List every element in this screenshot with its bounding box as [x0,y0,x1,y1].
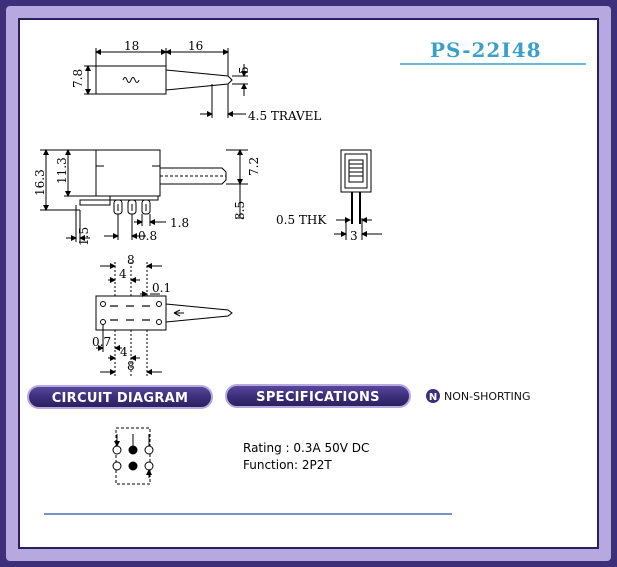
dim-3-5: 3.5 [233,201,247,220]
rating-text: Rating : 0.3A 50V DC [243,441,369,455]
specifications-heading: SPECIFICATIONS [225,384,411,408]
dim-bot-4: 4 [120,345,128,359]
dim-top-4: 4 [119,267,127,281]
bottom-view [95,262,233,376]
non-shorting-icon [426,389,440,403]
side-view [40,149,248,242]
top-body [95,65,167,95]
bottom-pins [110,305,150,321]
non-shorting-icon-letter: N [429,392,437,403]
dim-0-8: 0.8 [138,229,157,243]
dim-7-8: 7.8 [71,69,85,88]
circuit-diagram-heading: CIRCUIT DIAGRAM [27,385,213,409]
non-shorting-label: NON-SHORTING [444,390,531,403]
dim-3: 3 [350,229,358,243]
dim-18: 18 [124,39,139,53]
dim-1-8: 1.8 [170,216,189,230]
dim-5: 5 [237,66,251,74]
circuit-diagram-label: CIRCUIT DIAGRAM [52,391,189,406]
function-text: Function: 2P2T [243,458,332,472]
side-pin-3 [141,199,151,215]
part-number-title: PS-22I48 [430,38,542,62]
thk-label: 0.5 THK [276,213,327,227]
side-foot [79,199,111,206]
top-actuator [165,69,233,91]
dim-0-1: 0.1 [152,281,171,295]
dim-top-8: 8 [127,253,135,267]
specifications-label: SPECIFICATIONS [256,390,380,405]
dim-7-2: 7.2 [247,157,261,176]
travel-label: 4.5 TRAVEL [248,109,321,123]
dim-0-7: 0.7 [92,335,111,349]
dim-16-3: 16.3 [33,169,47,196]
dim-bot-8: 8 [127,359,135,373]
end-body [340,149,372,193]
top-view [84,48,248,118]
side-body [95,149,161,197]
dim-11-3: 11.3 [55,157,69,184]
circuit-diagram [112,427,154,485]
dim-1-5: 1.5 [77,227,91,246]
bottom-body [95,295,167,331]
dim-16: 16 [188,39,203,53]
non-shorting-badge: N NON-SHORTING [426,389,531,403]
end-view [334,149,382,240]
logo-mark [122,77,140,83]
bottom-actuator [165,303,233,323]
